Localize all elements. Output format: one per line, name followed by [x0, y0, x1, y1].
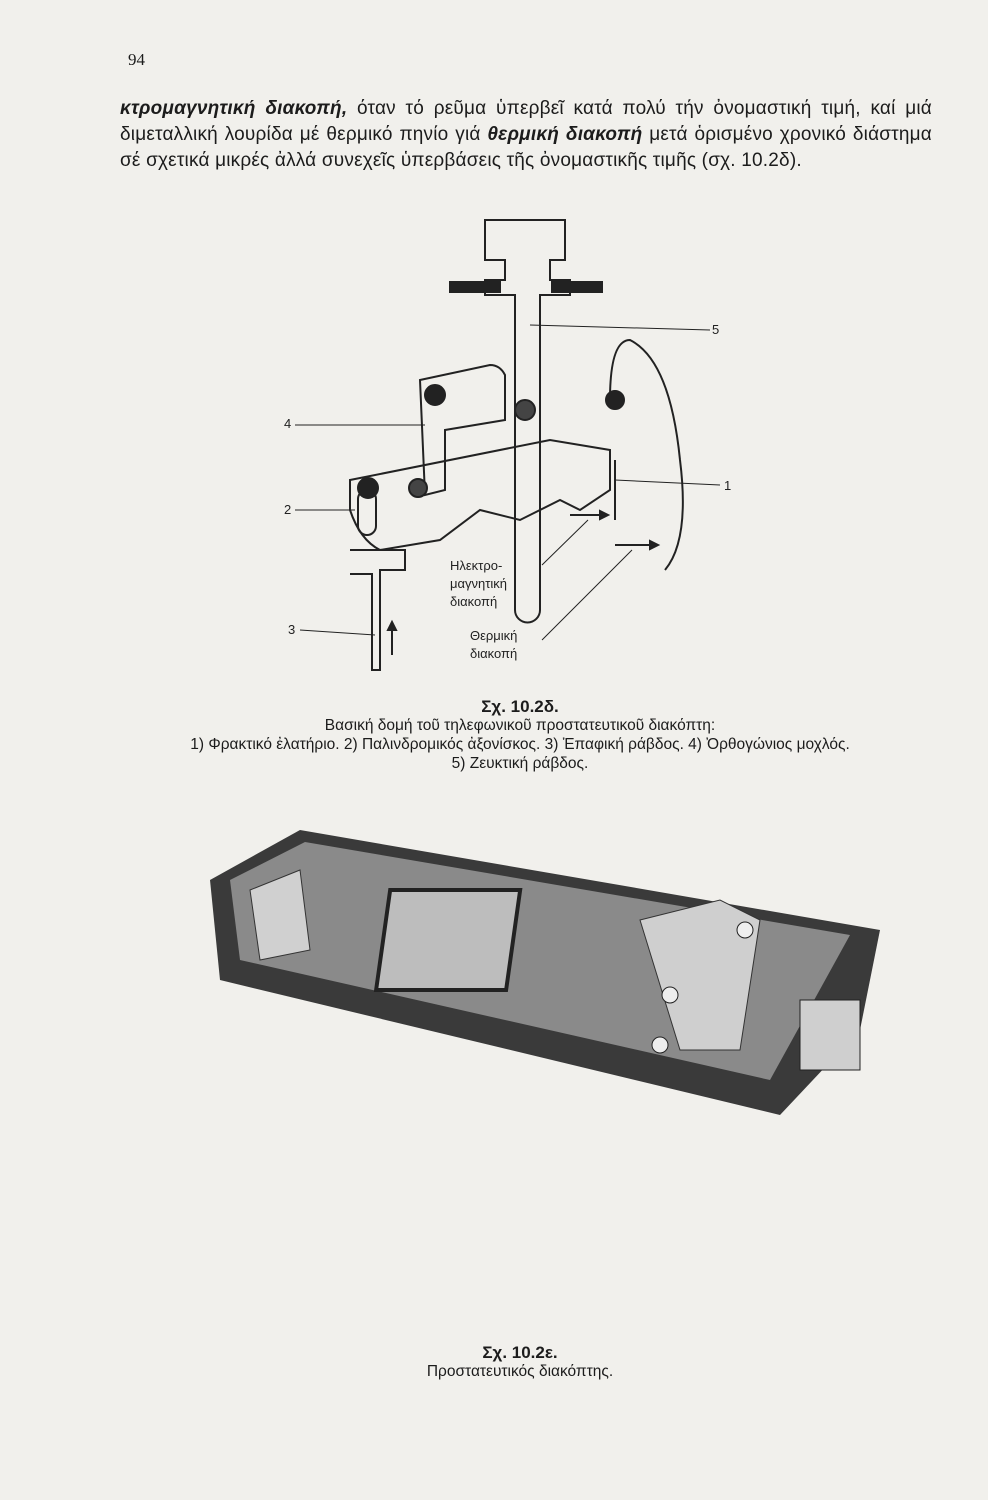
label-em-3: διακοπή	[450, 594, 497, 609]
figure2-title: Σχ. 10.2ε.	[482, 1343, 558, 1362]
protective-switch-diagram: 5 4 1 2 3 Ηλεκτρο- μαγνητική διακοπή Θερ…	[284, 219, 731, 671]
protective-switch-photo	[210, 830, 880, 1115]
label-1: 1	[724, 478, 731, 493]
bold-term-thermal: θερμική διακοπή	[487, 124, 643, 145]
label-em-1: Ηλεκτρο-	[450, 558, 502, 573]
bold-term-electromagnetic: κτρομαγνητική διακοπή,	[120, 98, 348, 119]
label-5: 5	[712, 322, 719, 337]
paragraph-text: μετά ὁρισμένο χρονικό διάστημα σέ σχετικ…	[120, 124, 932, 171]
rectangular-lever	[418, 363, 506, 497]
figure2-caption-text: Προστατευτικός διακόπτης.	[426, 1363, 614, 1380]
label-em-2: μαγνητική	[450, 576, 507, 591]
figure2-caption: Σχ. 10.2ε. Προστατευτικός διακόπτης.	[100, 1343, 940, 1381]
guide-right	[551, 281, 603, 293]
figure1-caption-line2: 1) Φρακτικό ἐλατήριο. 2) Παλινδρομικός ἀ…	[190, 736, 850, 753]
reciprocating-arm	[349, 438, 611, 552]
figure1-caption-line1: Βασική δομή τοῦ τηλεφωνικοῦ προστατευτικ…	[324, 717, 716, 734]
figure1-caption-line3: 5) Ζευκτική ράβδος.	[451, 755, 589, 772]
label-2: 2	[284, 502, 291, 517]
page-number: 94	[128, 50, 145, 69]
pivot-pin	[514, 399, 536, 421]
label-3: 3	[288, 622, 295, 637]
figure1-title: Σχ. 10.2δ.	[481, 697, 559, 716]
paragraph-text: όταν τό ρεῦμα ὑπερβεῖ κατά πολύ τήν ὀνομ…	[120, 98, 932, 145]
body-paragraph: κτρομαγνητική διακοπή, όταν τό ρεῦμα ὑπε…	[120, 96, 932, 174]
label-th-2: διακοπή	[470, 646, 517, 661]
figure1-caption: Σχ. 10.2δ. Βασική δομή τοῦ τηλεφωνικοῦ π…	[100, 697, 940, 773]
label-th-1: Θερμική	[470, 628, 517, 643]
label-4: 4	[284, 416, 291, 431]
latch-spring	[609, 338, 684, 571]
contact-rod	[350, 549, 406, 671]
guide-left	[449, 281, 501, 293]
